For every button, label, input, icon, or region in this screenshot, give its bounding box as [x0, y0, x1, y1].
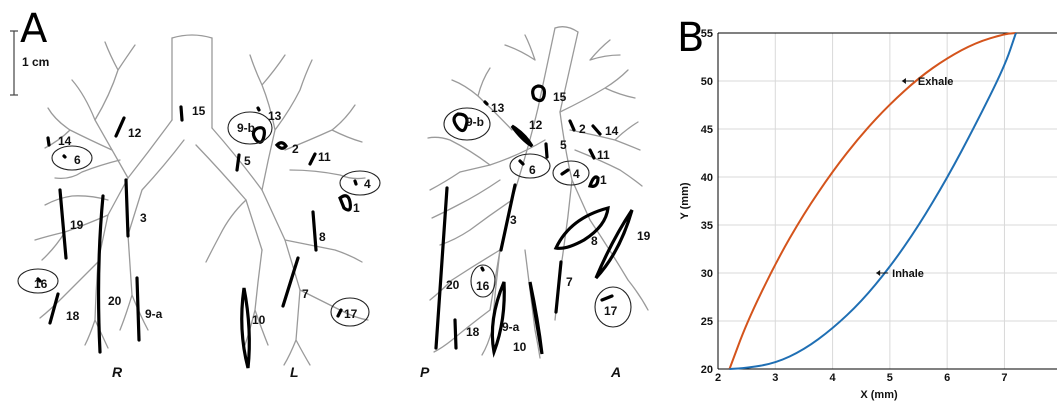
- lesion-label: 4: [364, 177, 371, 191]
- x-tick-label: 5: [887, 372, 893, 384]
- lesion-label: 18: [66, 309, 80, 323]
- y-axis-title: Y (mm): [679, 182, 691, 219]
- lesion-label: 6: [529, 163, 536, 177]
- chart-grid: [718, 33, 1057, 369]
- lesion-label: 10: [513, 340, 527, 354]
- lesion-label: 11: [318, 150, 331, 164]
- x-tick-label: 6: [944, 372, 950, 384]
- lesion-label: 9-b: [237, 121, 255, 135]
- region-rings-right: [444, 108, 631, 327]
- lesion-label: 9-b: [466, 115, 484, 129]
- y-tick-label: 45: [701, 124, 713, 136]
- series-line-inhale: [730, 33, 1016, 369]
- lesion-label: 15: [192, 104, 206, 118]
- lesion-label: 19: [70, 218, 84, 232]
- x-tick-label: 2: [715, 372, 721, 384]
- lesion-label: 13: [268, 109, 282, 123]
- lesion-labels-right: 15 9-b 13 12 2 14 5 11 6 4 1 3 8 19 20 1…: [446, 90, 651, 354]
- lesion-label: 20: [108, 294, 122, 308]
- lesion-label: 12: [529, 118, 543, 132]
- x-axis-title: X (mm): [860, 389, 898, 401]
- side-label-l: L: [290, 364, 299, 380]
- lesion-label: 7: [566, 275, 573, 289]
- lesion-label: 13: [491, 101, 505, 115]
- lesion-label: 2: [292, 142, 299, 156]
- lesion-label: 16: [34, 277, 48, 291]
- lesion-label: 18: [466, 325, 480, 339]
- side-label-p: P: [420, 364, 430, 380]
- lesion-label: 4: [573, 167, 580, 181]
- y-tick-label: 55: [701, 28, 713, 40]
- x-tick-label: 4: [830, 372, 837, 384]
- side-label-r: R: [112, 364, 123, 380]
- lesion-label: 14: [58, 134, 72, 148]
- y-tick-label: 25: [701, 316, 713, 328]
- lesion-label: 10: [252, 313, 266, 327]
- y-tick-label: 50: [701, 76, 713, 88]
- lesion-label: 15: [553, 90, 567, 104]
- lesion-label: 17: [344, 307, 358, 321]
- lesion-label: 2: [579, 122, 586, 136]
- lesion-label: 20: [446, 278, 460, 292]
- lesion-label: 9-a: [145, 307, 163, 321]
- x-tick-label: 7: [1001, 372, 1007, 384]
- series-line-exhale: [730, 33, 1016, 369]
- exhale-arrow-head: [902, 78, 906, 84]
- lesion-label: 1: [353, 201, 360, 215]
- x-tick-label: 3: [772, 372, 778, 384]
- lesion-label: 8: [319, 230, 326, 244]
- lesion-label: 5: [244, 154, 251, 168]
- lesion-label: 12: [128, 126, 142, 140]
- airway-tree-outline: [35, 35, 368, 365]
- lesion-label: 16: [476, 279, 490, 293]
- exhale-label: Exhale: [918, 76, 953, 88]
- inhale-label: Inhale: [892, 268, 924, 280]
- panel-a: A 1 cm: [10, 6, 651, 380]
- inhale-arrow-head: [876, 270, 880, 276]
- right-airway-diagram: 15 9-b 13 12 2 14 5 11 6 4 1 3 8 19 20 1…: [420, 27, 651, 380]
- lesion-label: 6: [74, 153, 81, 167]
- lesion-label: 1: [600, 173, 607, 187]
- chart-series: [730, 33, 1016, 369]
- lesion-label: 7: [302, 287, 309, 301]
- y-tick-label: 35: [701, 220, 713, 232]
- lesion-label: 14: [605, 124, 619, 138]
- lesion-label: 3: [140, 211, 147, 225]
- y-tick-label: 30: [701, 268, 713, 280]
- lesion-label: 5: [560, 138, 567, 152]
- lesion-label: 9-a: [502, 320, 520, 334]
- lesion-label: 8: [591, 234, 598, 248]
- scale-bar-label: 1 cm: [22, 55, 49, 69]
- y-tick-label: 40: [701, 172, 713, 184]
- lesion-label: 19: [637, 229, 651, 243]
- side-label-a: A: [610, 364, 621, 380]
- lesion-label: 17: [604, 304, 618, 318]
- y-tick-label: 20: [701, 364, 713, 376]
- left-airway-diagram: 14 12 15 9-b 13 2 11 6 5 4 1 19 3 8 16 2…: [18, 35, 380, 380]
- panel-a-letter: A: [20, 6, 48, 52]
- lesion-label: 3: [510, 213, 517, 227]
- lesion-label: 11: [597, 148, 610, 162]
